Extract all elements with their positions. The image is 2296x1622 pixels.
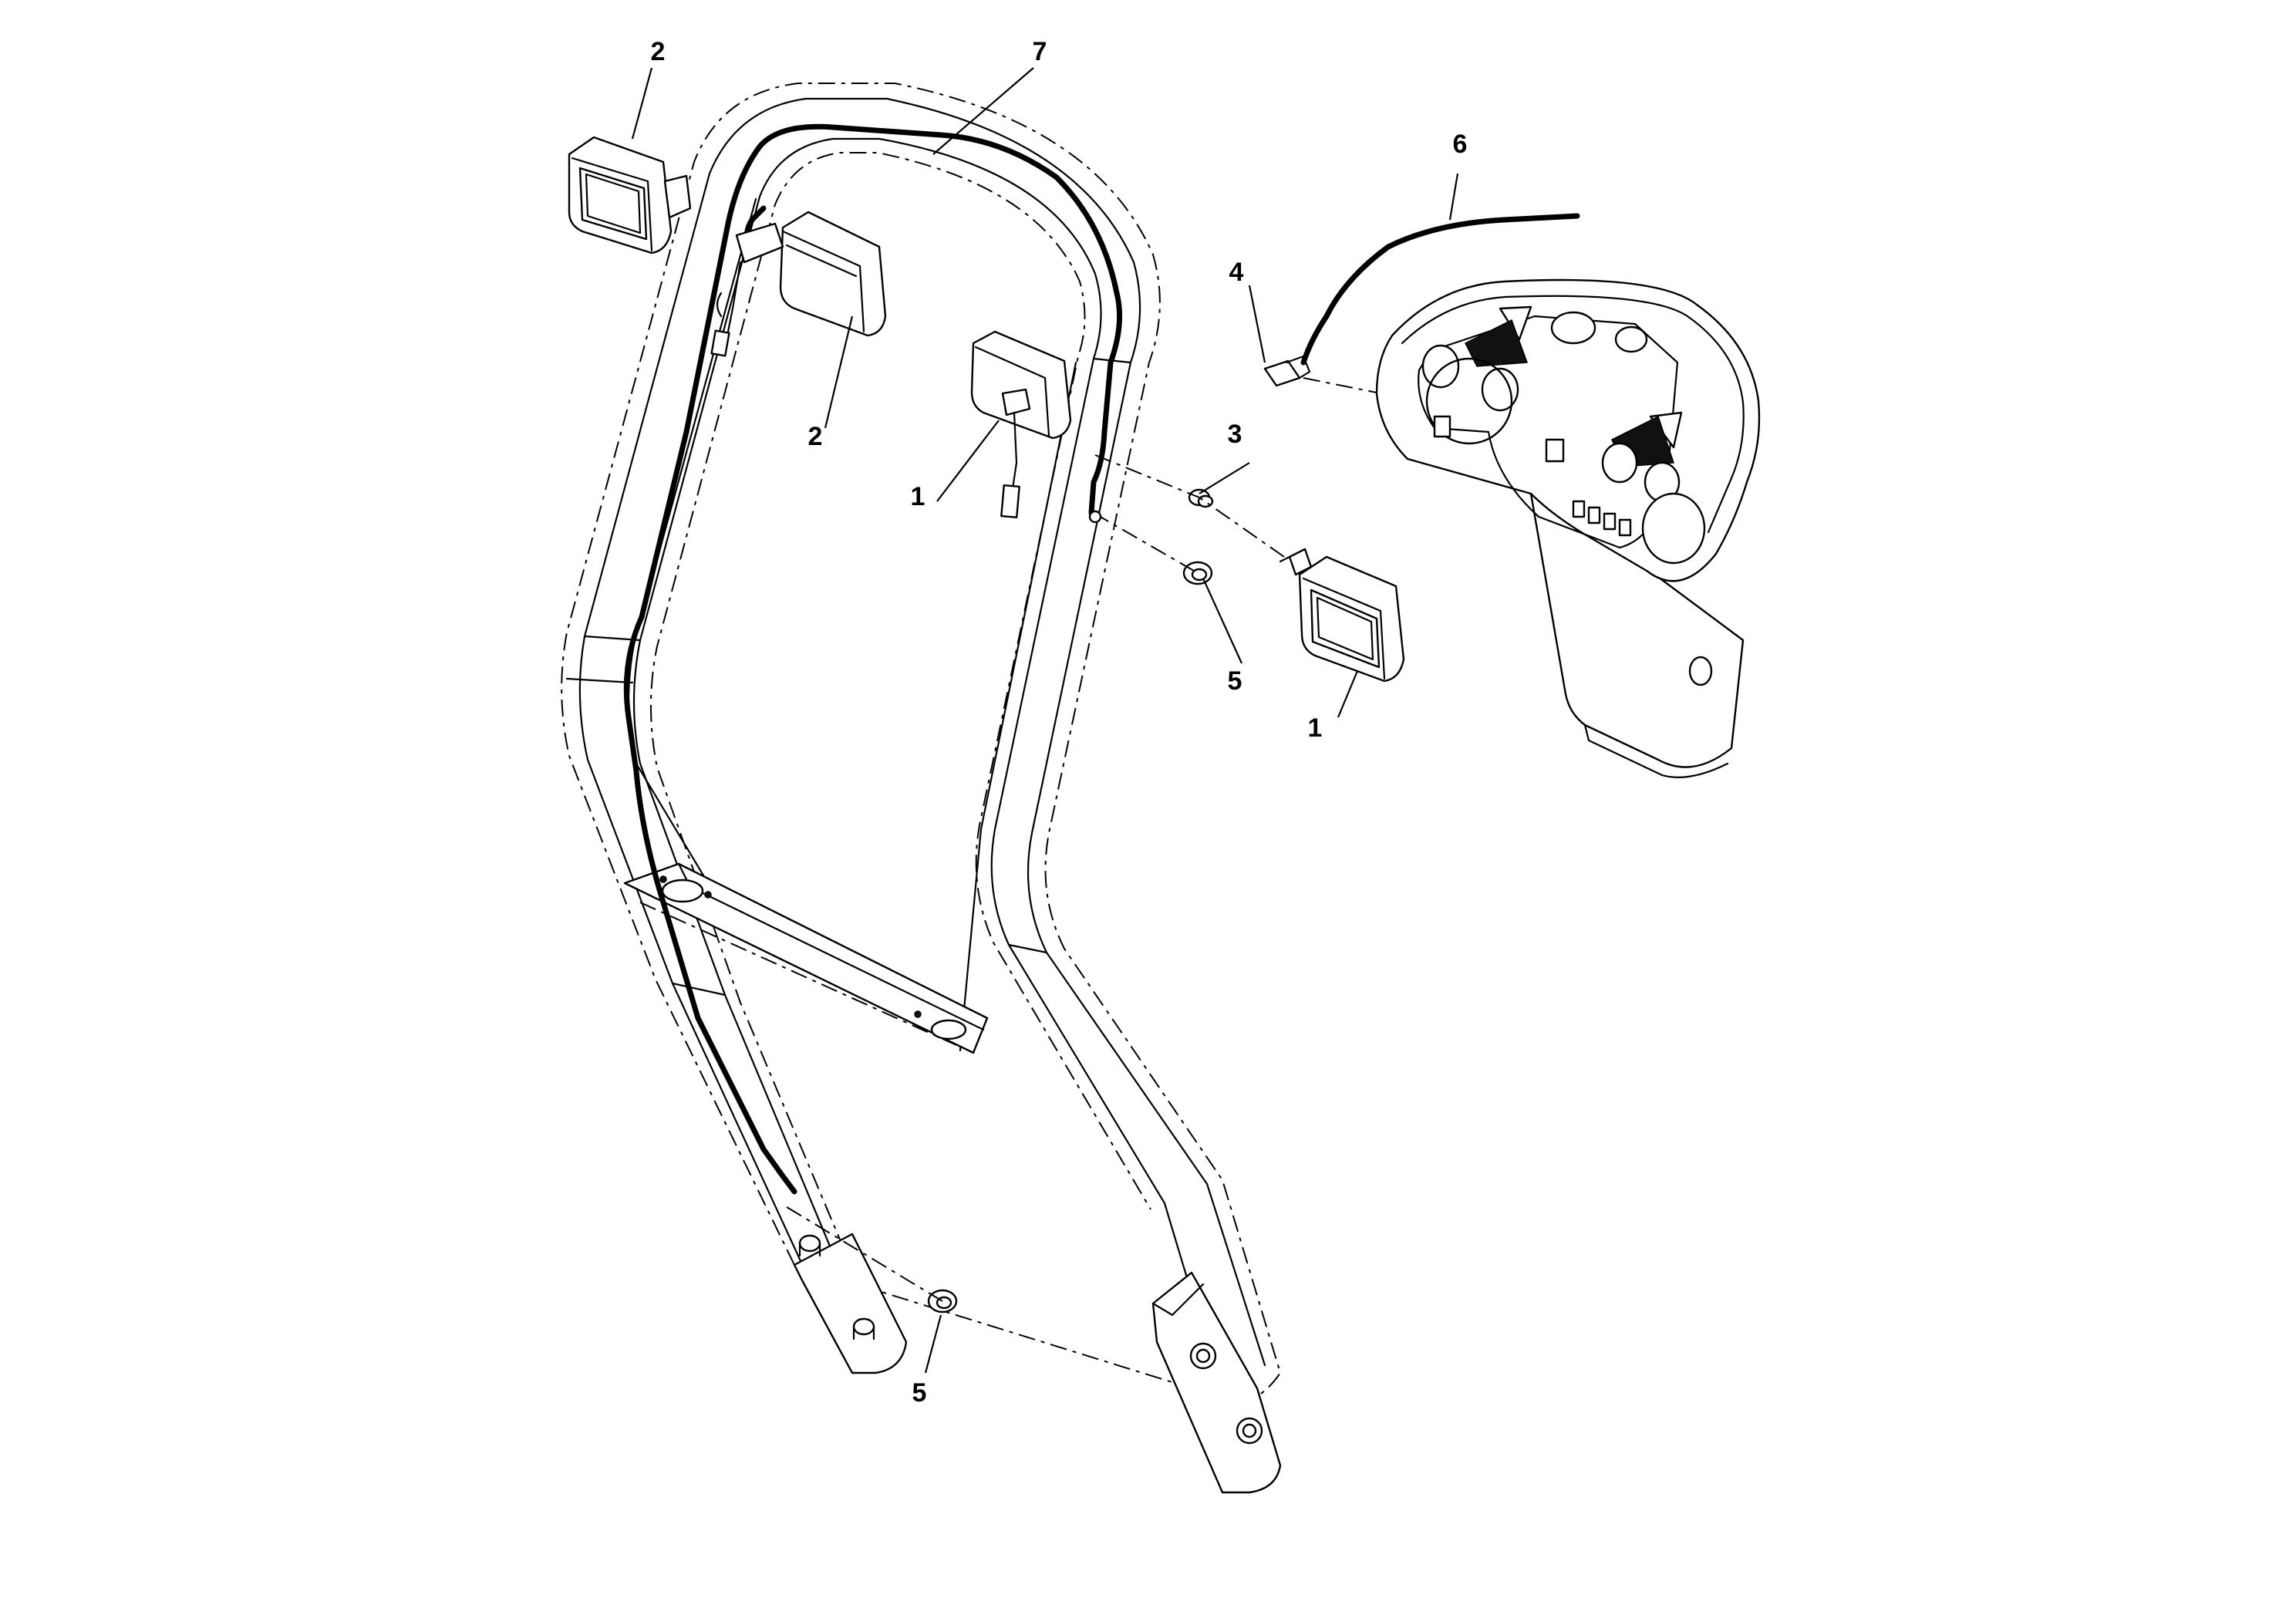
callout-2-top: 2 xyxy=(651,37,666,66)
callout-2-inner: 2 xyxy=(808,422,823,451)
callout-1-inner: 1 xyxy=(911,482,925,511)
work-lamp-top-left xyxy=(568,136,692,255)
work-lamp-inner-upper xyxy=(710,211,887,357)
grommet-5-upper xyxy=(1182,561,1213,585)
callout-leaders xyxy=(631,67,1459,1374)
switch-4 xyxy=(1263,355,1311,387)
switch-cable-6 xyxy=(1300,213,1580,366)
callout-5-lower: 5 xyxy=(912,1378,927,1408)
callout-4: 4 xyxy=(1229,258,1244,287)
callout-6: 6 xyxy=(1453,130,1468,159)
callout-5-upper: 5 xyxy=(1228,666,1242,696)
callout-7: 7 xyxy=(1033,37,1047,66)
callout-1-exploded: 1 xyxy=(1308,713,1323,743)
work-lamp-exploded xyxy=(1279,548,1405,683)
wiring-harness-cable xyxy=(623,123,1123,1195)
work-lamp-inner-lower xyxy=(970,330,1072,518)
operator-console xyxy=(1375,278,1761,778)
callout-3: 3 xyxy=(1228,420,1242,449)
rops-frame xyxy=(561,83,1282,1494)
